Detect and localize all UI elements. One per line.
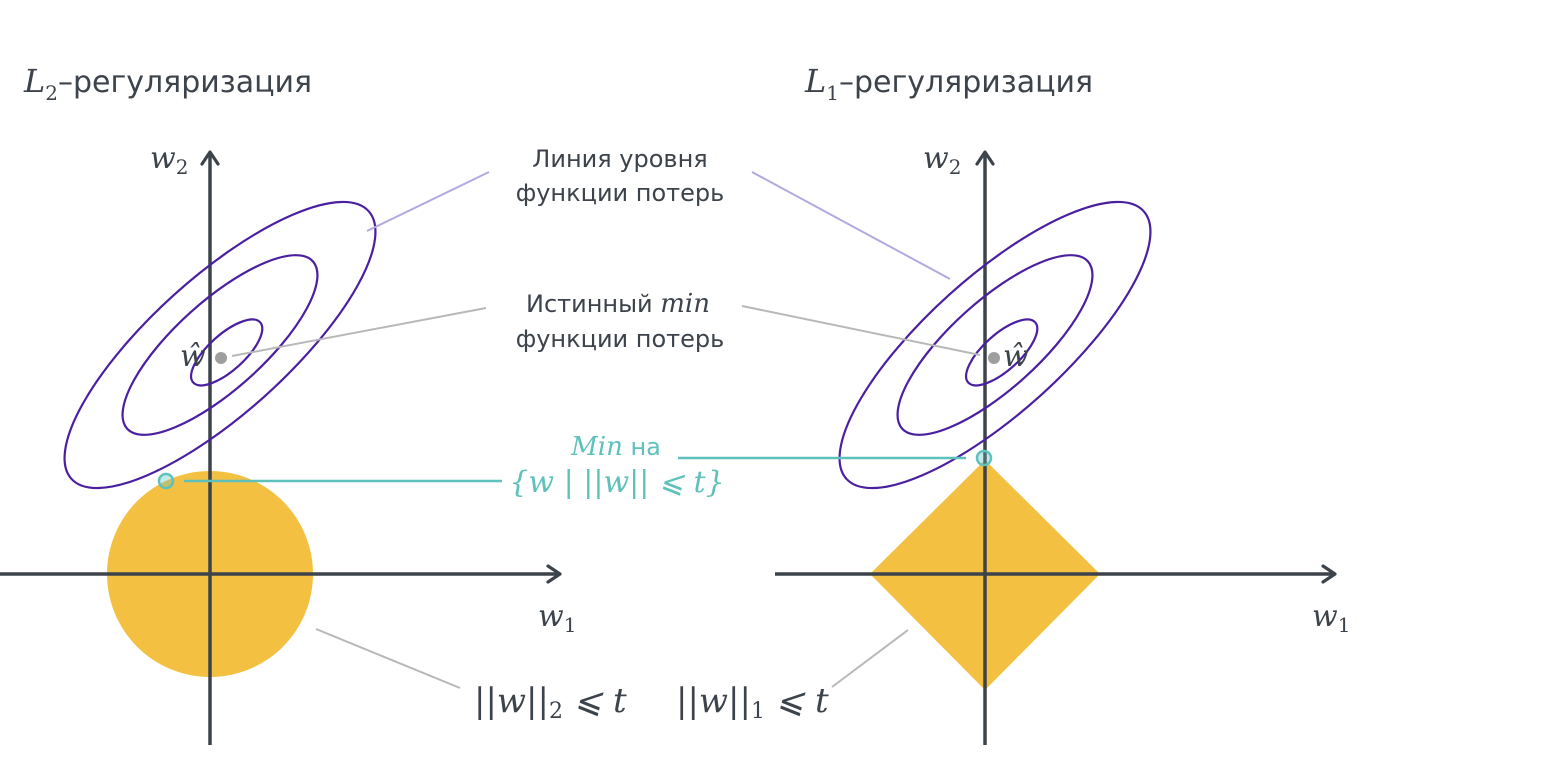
l1-constraint-label: ||w||1 ⩽ t [676, 681, 829, 724]
contour-inner [965, 318, 1039, 387]
right-true-min-point [988, 352, 1000, 364]
left-w-hat-label: ŵ [180, 339, 206, 374]
left-min-pointer [231, 307, 487, 357]
right-loss-contours [838, 200, 1152, 490]
contour-middle [121, 254, 319, 436]
left-w2-label: w2 [150, 141, 188, 179]
right-constraint-pointer [831, 629, 909, 688]
right-min-pointer [741, 305, 981, 356]
constrained-set-annotation: {w | ||w|| ⩽ t} [509, 465, 724, 500]
right-contour-pointer [751, 171, 951, 280]
contour-outer [63, 200, 377, 490]
constrained-min-annotation-line1: Min на [570, 432, 661, 462]
right-constrained-min-point [975, 449, 993, 467]
right-panel-l1: L1–регуляризация w2 w1 ŵ [676, 62, 1350, 745]
right-title: L1–регуляризация [804, 62, 1093, 105]
left-loss-contours [63, 200, 377, 490]
right-w2-label: w2 [923, 141, 961, 179]
center-annotations: Линия уровня функции потерь Истинный min… [509, 145, 724, 500]
contour-annotation-line1: Линия уровня [532, 145, 707, 173]
left-contour-pointer [366, 171, 490, 232]
contour-outer [838, 200, 1152, 490]
contour-annotation-line2: функции потерь [516, 179, 725, 207]
left-constraint-pointer [315, 628, 461, 689]
left-w1-label: w1 [538, 599, 576, 637]
true-min-annotation-line2: функции потерь [516, 325, 725, 353]
right-w-hat-label: ŵ [1003, 339, 1029, 374]
left-true-min-point [215, 352, 227, 364]
left-panel-l2: L2–регуляризация w2 w1 ŵ [0, 62, 627, 745]
left-constrained-min-point [157, 472, 175, 490]
contour-middle [896, 254, 1094, 436]
true-min-annotation-line1: Истинный min [526, 289, 710, 319]
right-w1-label: w1 [1312, 599, 1350, 637]
left-title: L2–регуляризация [23, 62, 312, 105]
l2-constraint-label: ||w||2 ⩽ t [474, 681, 627, 724]
contour-inner [190, 318, 264, 387]
